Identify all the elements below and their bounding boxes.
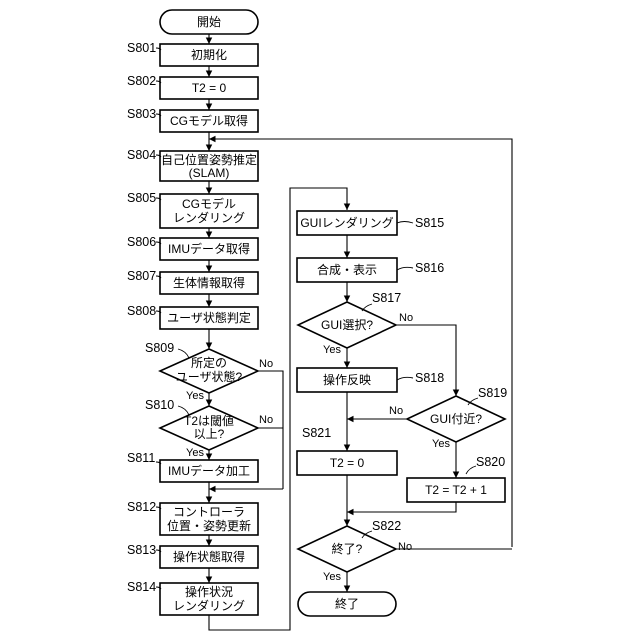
step-id-s820: S820 (476, 455, 505, 469)
step-text-s808: ユーザ状態判定 (167, 310, 251, 325)
step-id-s806: S806 (127, 235, 156, 249)
branch-yes-s810: Yes (186, 447, 204, 459)
leader-s820 (466, 466, 476, 474)
step-id-s801: S801 (127, 41, 156, 55)
leader-s818 (397, 377, 413, 380)
step-text-s806: IMUデータ取得 (168, 241, 250, 256)
step-text-s814-line1: 操作状況 (185, 584, 233, 599)
decision-text-s822: 終了? (332, 541, 363, 556)
step-text-s812-line2: 位置・姿勢更新 (167, 518, 251, 533)
step-id-s814: S814 (127, 580, 156, 594)
step-text-s805-line1: CGモデル (182, 196, 236, 211)
step-id-s804: S804 (127, 148, 156, 162)
step-id-s815: S815 (415, 216, 444, 230)
step-id-s817: S817 (372, 291, 401, 305)
step-text-s802: T2 = 0 (192, 81, 227, 95)
branch-no-s809: No (259, 358, 273, 370)
step-text-s820: T2 = T2 + 1 (425, 483, 487, 497)
decision-text-s809-line1: 所定の (191, 355, 227, 370)
step-text-s821: T2 = 0 (330, 456, 365, 470)
decision-text-s809-line2: ユーザ状態? (176, 369, 243, 384)
start-label: 開始 (197, 15, 221, 29)
step-id-s819: S819 (478, 386, 507, 400)
step-text-s815: GUIレンダリング (300, 215, 393, 230)
branch-yes-s809: Yes (186, 390, 204, 402)
leader-s816 (397, 267, 413, 270)
step-id-s813: S813 (127, 543, 156, 557)
branch-no-s817: No (399, 312, 413, 324)
step-text-s814-line2: レンダリング (173, 598, 245, 613)
end-label: 終了 (335, 596, 359, 611)
step-text-s812-line1: コントローラ (173, 505, 245, 519)
step-id-s818: S818 (415, 371, 444, 385)
step-id-s812: S812 (127, 500, 156, 514)
step-id-s810: S810 (145, 398, 174, 412)
branch-no-s822: No (398, 541, 412, 553)
branch-yes-s817: Yes (323, 344, 341, 356)
step-id-s816: S816 (415, 261, 444, 275)
step-text-s818: 操作反映 (323, 372, 371, 387)
step-id-s807: S807 (127, 269, 156, 283)
branch-no-s810: No (259, 414, 273, 426)
branch-no-s819: No (389, 405, 403, 417)
step-id-s802: S802 (127, 74, 156, 88)
leader-s809 (178, 349, 189, 358)
step-id-s803: S803 (127, 107, 156, 121)
step-id-s809: S809 (145, 341, 174, 355)
step-id-s822: S822 (372, 519, 401, 533)
step-text-s813: 操作状態取得 (173, 549, 245, 564)
branch-yes-s819: Yes (432, 438, 450, 450)
step-text-s804-line1: 自己位置姿勢推定 (161, 152, 257, 167)
step-id-s821: S821 (302, 426, 331, 440)
leader-s815 (397, 222, 413, 224)
step-id-s808: S808 (127, 304, 156, 318)
step-id-s805: S805 (127, 191, 156, 205)
step-text-s805-line2: レンダリング (173, 210, 245, 225)
step-text-s803: CGモデル取得 (170, 113, 248, 128)
decision-text-s810-line1: T2は閾値 (184, 413, 234, 428)
step-text-s801: 初期化 (191, 48, 227, 62)
step-text-s804-line2: (SLAM) (189, 166, 230, 180)
step-id-s811: S811 (127, 451, 155, 465)
step-text-s816: 合成・表示 (317, 262, 377, 277)
decision-text-s810-line2: 以上? (194, 427, 225, 441)
step-text-s811: IMUデータ加工 (168, 463, 250, 478)
branch-yes-s822: Yes (323, 571, 341, 583)
decision-text-s819: GUI付近? (430, 412, 482, 426)
step-text-s807: 生体情報取得 (173, 275, 245, 290)
decision-text-s817: GUI選択? (321, 318, 373, 332)
